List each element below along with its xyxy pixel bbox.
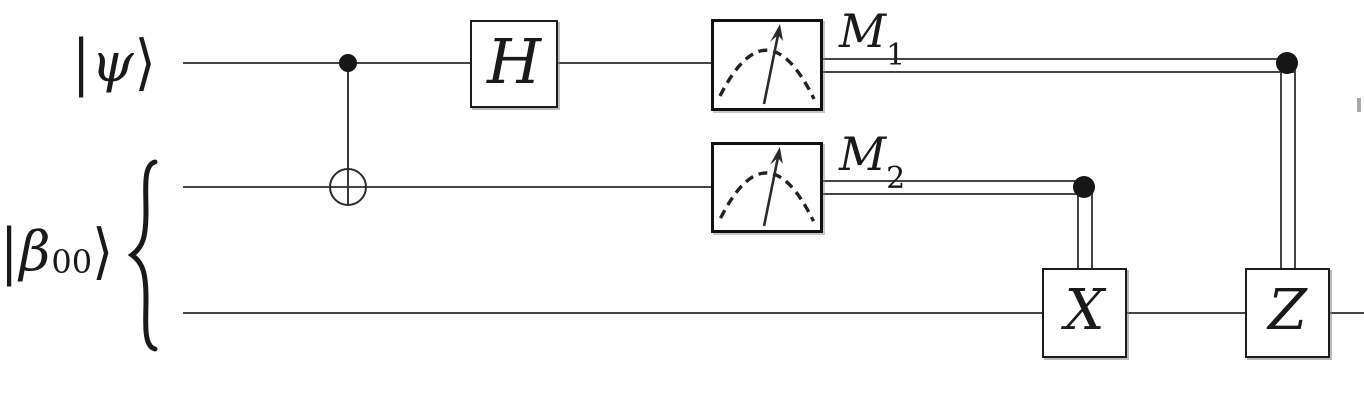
classical-wire-z-vertical — [1280, 62, 1296, 268]
classical-junction-dot-m1 — [1276, 52, 1298, 74]
classical-wire-m1-horizontal — [822, 58, 1294, 73]
cnot-target-icon — [329, 168, 367, 206]
hadamard-gate-label: H — [486, 25, 542, 98]
hadamard-gate-box: H — [470, 20, 558, 108]
measurement-box-m1 — [711, 19, 823, 111]
measurement-meter-icon — [719, 146, 815, 227]
edge-artifact — [1357, 98, 1361, 112]
classical-junction-dot-m2 — [1073, 176, 1095, 198]
m2-letter: M — [839, 127, 887, 181]
cnot-vertical-line — [347, 63, 350, 206]
classical-wire-x-vertical — [1077, 184, 1093, 268]
ket-beta-angle: ⟩ — [92, 216, 114, 287]
ket-psi-bar: | — [72, 27, 91, 98]
bell-pair-brace — [127, 159, 158, 352]
ket-psi-symbol: ψ — [91, 31, 134, 94]
ket-beta-bar: | — [0, 216, 19, 287]
m1-letter: M — [839, 4, 887, 58]
z-gate-box: Z — [1245, 268, 1330, 358]
ket-psi-angle: ⟩ — [134, 27, 156, 98]
measurement-label-m1: M1 — [839, 4, 906, 74]
x-gate-box: X — [1042, 268, 1127, 358]
wire-qubit-bell-b — [183, 312, 1364, 315]
ket-beta-symbol: β — [19, 220, 51, 283]
wire-qubit-psi — [183, 62, 712, 65]
ket-psi-label: | ψ ⟩ — [72, 27, 156, 98]
ket-beta00-label: | β 00 ⟩ — [0, 216, 114, 287]
cnot-control-dot — [339, 54, 357, 72]
z-gate-label: Z — [1268, 278, 1307, 343]
measurement-meter-icon — [718, 24, 816, 105]
measurement-label-m2: M2 — [839, 127, 906, 197]
measurement-box-m2 — [711, 142, 823, 233]
x-gate-label: X — [1064, 278, 1105, 343]
classical-wire-m2-horizontal — [822, 180, 1092, 195]
wire-qubit-bell-a — [183, 186, 712, 189]
